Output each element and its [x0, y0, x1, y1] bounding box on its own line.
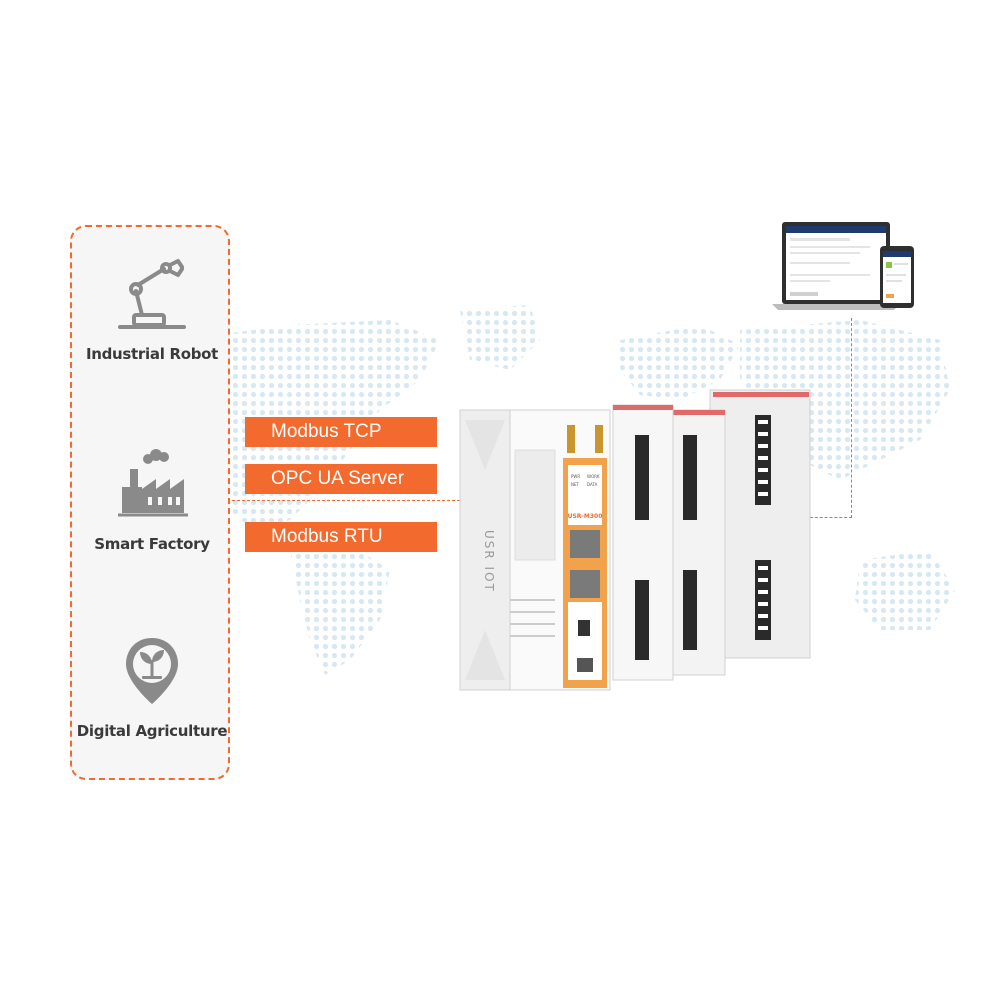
connector-line-left — [232, 500, 460, 501]
connector-line-right — [810, 517, 852, 518]
gateway-main-unit — [459, 409, 611, 691]
continent-greenland — [460, 305, 540, 370]
app-label: Digital Agriculture — [76, 722, 228, 740]
connector-line-up — [851, 318, 852, 518]
usr-m300-device: USR IOT USR-M300 PWR WORK NET DATA — [459, 389, 811, 691]
io-module-middle-2 — [664, 409, 726, 676]
led-label: WORK — [587, 474, 600, 479]
device-model-label: USR-M300 — [568, 513, 603, 520]
io-module-rear — [709, 389, 811, 659]
protocol-opc-ua-server: OPC UA Server — [245, 464, 437, 494]
app-label: Smart Factory — [94, 535, 210, 553]
led-label: PWR — [571, 474, 580, 479]
app-digital-agriculture: Digital Agriculture — [72, 632, 232, 740]
phone-icon — [880, 246, 914, 308]
app-smart-factory: Smart Factory — [72, 445, 232, 553]
led-label: NET — [571, 482, 580, 487]
sprout-icon — [126, 638, 178, 704]
cloud-dashboard-devices — [772, 222, 914, 310]
continent-australia — [855, 550, 955, 630]
app-label: Industrial Robot — [85, 345, 219, 363]
device-brand-label: USR IOT — [482, 530, 496, 593]
app-industrial-robot: Industrial Robot — [72, 255, 232, 363]
robot-arm-icon — [118, 259, 186, 329]
laptop-icon — [772, 222, 900, 310]
protocol-modbus-tcp: Modbus TCP — [245, 417, 437, 447]
continent-europe — [620, 325, 740, 400]
continent-south-america — [290, 545, 390, 675]
factory-icon — [118, 449, 188, 517]
io-module-middle-1 — [612, 404, 674, 681]
applications-panel: Industrial Robot Smart Factory — [70, 225, 230, 780]
led-label: DATA — [587, 482, 598, 487]
protocol-modbus-rtu: Modbus RTU — [245, 522, 437, 552]
